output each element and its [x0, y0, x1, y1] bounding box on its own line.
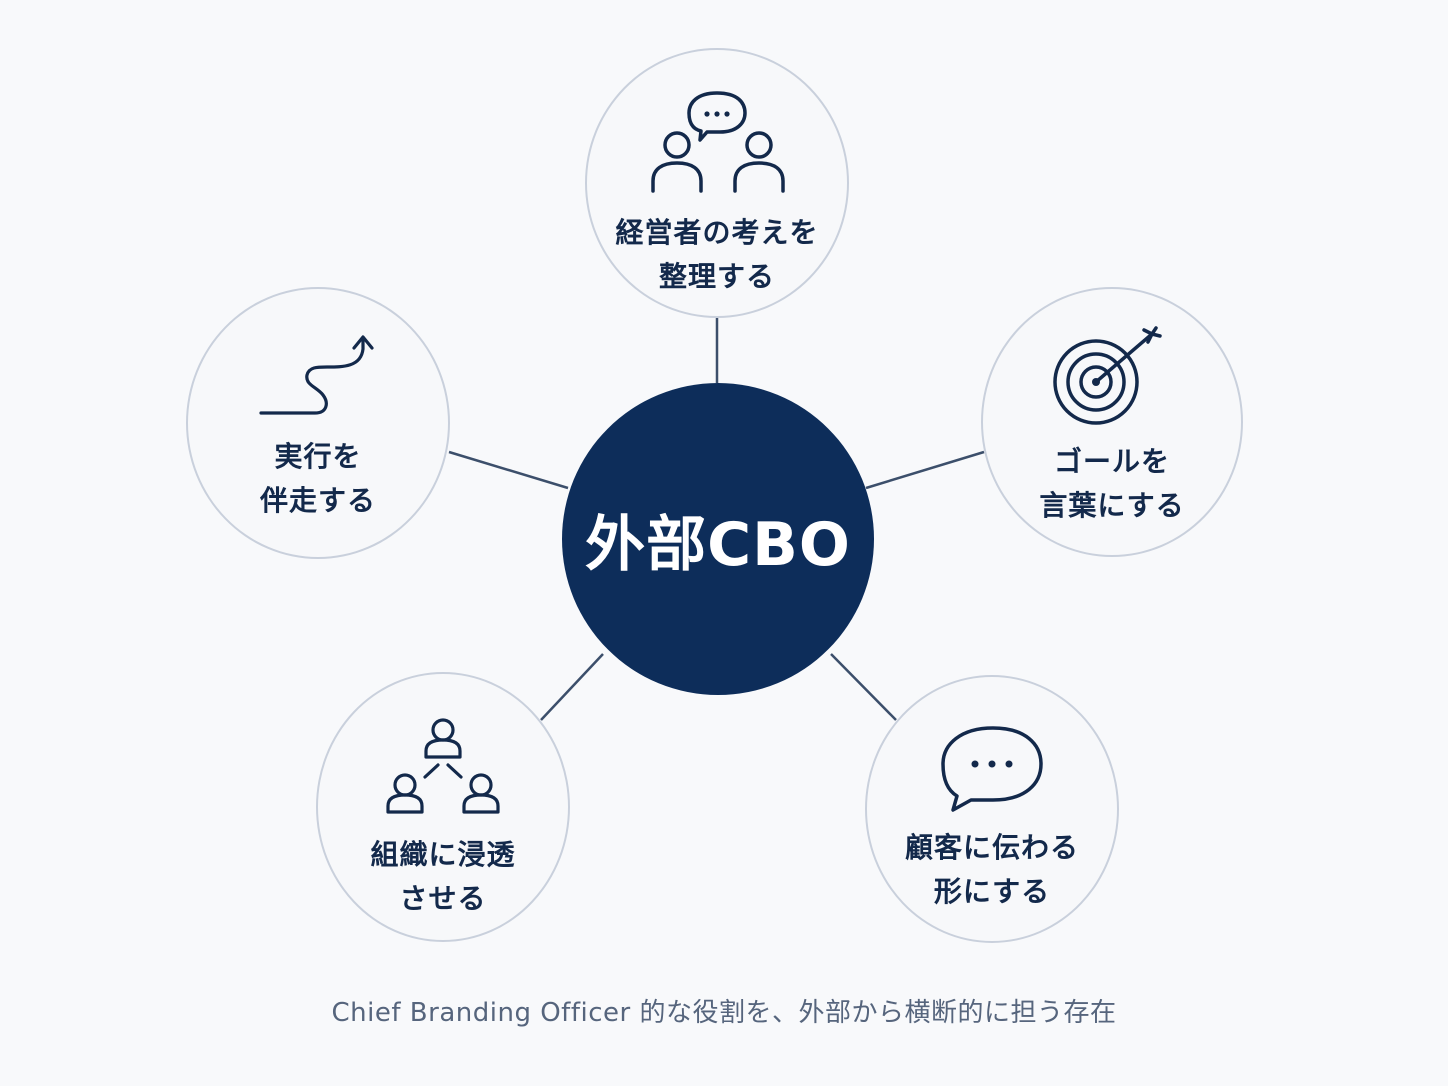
- org-people-icon: [386, 718, 500, 814]
- center-hub: 外部CBO: [562, 383, 874, 695]
- discussion-people-icon: [651, 91, 785, 193]
- diagram-caption: Chief Branding Officer 的な役割を、外部から横断的に担う存…: [331, 998, 1117, 1028]
- node-customer-form: 顧客に伝わる 形にする: [865, 675, 1119, 943]
- node-label: ゴールを 言葉にする: [1039, 445, 1185, 522]
- node-goal-words: ゴールを 言葉にする: [981, 287, 1243, 557]
- connector-left: [448, 450, 569, 490]
- node-label: 組織に浸透 させる: [370, 838, 516, 915]
- node-organization: 組織に浸透 させる: [316, 672, 570, 942]
- target-arrow-icon: [1053, 326, 1162, 425]
- node-execution-support: 実行を 伴走する: [186, 287, 450, 559]
- speech-bubble-icon: [941, 726, 1043, 812]
- node-label: 顧客に伝わる 形にする: [904, 831, 1079, 908]
- winding-arrow-icon: [259, 335, 374, 415]
- connector-bottom-left: [540, 653, 604, 721]
- node-label: 経営者の考えを 整理する: [615, 216, 819, 293]
- center-title: 外部CBO: [585, 509, 851, 580]
- node-label: 実行を 伴走する: [259, 440, 376, 517]
- connector-bottom-right: [830, 653, 897, 721]
- node-organize-thoughts: 経営者の考えを 整理する: [585, 48, 849, 318]
- connector-right: [865, 450, 985, 490]
